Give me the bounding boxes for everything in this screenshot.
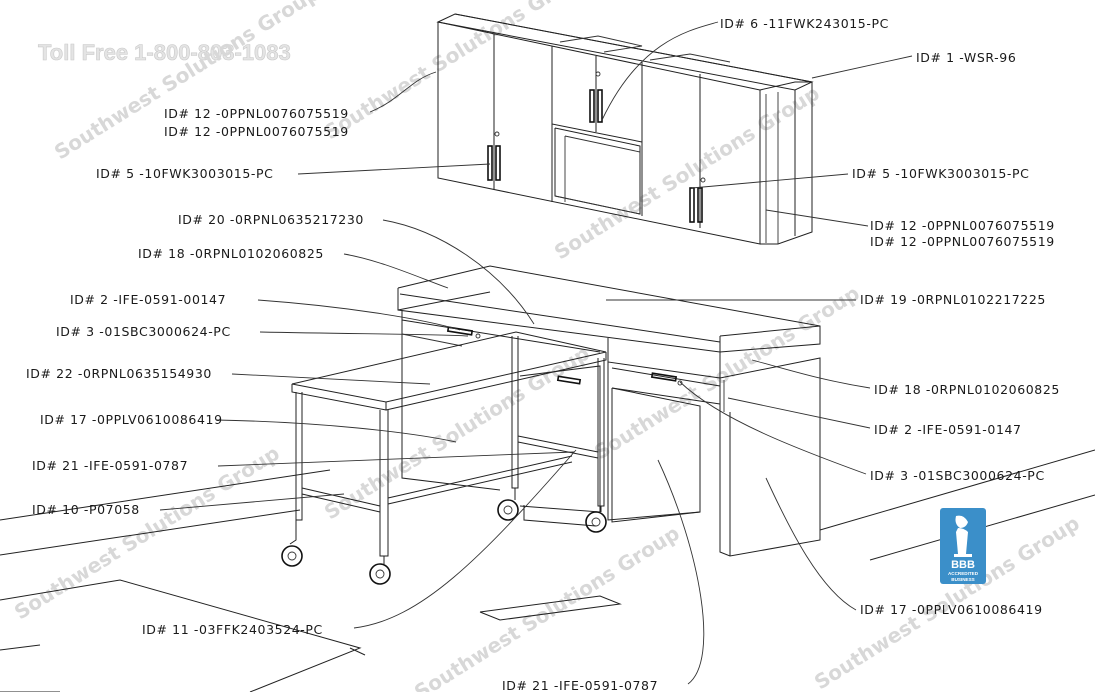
label-id2a: ID# 2 -IFE-0591-00147 (70, 292, 226, 307)
wall-cabinet-assembly (436, 13, 814, 245)
label-id10: ID# 10 -P07058 (32, 502, 140, 517)
label-id18b: ID# 18 -0RPNL0102060825 (874, 382, 1060, 397)
caster (281, 520, 303, 567)
label-id22: ID# 22 -0RPNL0635154930 (26, 366, 212, 381)
bbb-sub-text-1: ACCREDITED (948, 571, 979, 576)
label-id21a: ID# 21 -IFE-0591-0787 (32, 458, 188, 473)
watermark-text: Southwest Solutions Group (590, 281, 864, 464)
watermark-group: Southwest Solutions Group Southwest Solu… (10, 0, 1084, 692)
label-id17b: ID# 17 -0PPLV0610086419 (860, 602, 1043, 617)
label-id12c: ID# 12 -0PPNL0076075519 (870, 218, 1055, 233)
label-id20: ID# 20 -0RPNL0635217230 (178, 212, 364, 227)
label-id17a: ID# 17 -0PPLV0610086419 (40, 412, 223, 427)
label-id18a: ID# 18 -0RPNL0102060825 (138, 246, 324, 261)
bbb-accredited-badge: BBB ACCREDITED BUSINESS (940, 508, 986, 584)
label-id21b: ID# 21 -IFE-0591-0787 (502, 678, 658, 692)
label-id12a: ID# 12 -0PPNL0076075519 (164, 106, 349, 121)
caster (497, 488, 519, 521)
part-labels: ID# 6 -11FWK243015-PC ID# 1 -WSR-96 ID# … (26, 16, 1060, 692)
label-id5a: ID# 5 -10FWK3003015-PC (96, 166, 274, 181)
label-id2b: ID# 2 -IFE-0591-0147 (874, 422, 1022, 437)
leader-lines (159, 21, 913, 685)
label-id19: ID# 19 -0RPNL0102217225 (860, 292, 1046, 307)
bbb-main-text: BBB (951, 559, 975, 571)
label-id6: ID# 6 -11FWK243015-PC (720, 16, 889, 31)
watermark-text: Southwest Solutions Group (320, 0, 594, 144)
label-id12b: ID# 12 -0PPNL0076075519 (164, 124, 349, 139)
label-id3a: ID# 3 -01SBC3000624-PC (56, 324, 231, 339)
label-id1: ID# 1 -WSR-96 (916, 50, 1016, 65)
watermark-text: Southwest Solutions Group (410, 521, 684, 692)
watermark-text: Southwest Solutions Group (50, 0, 324, 164)
label-id11: ID# 11 -03FFK2403524-PC (142, 622, 323, 637)
torch-icon (954, 515, 972, 557)
desk-assembly (397, 265, 821, 557)
caster (369, 556, 391, 585)
caster (585, 506, 607, 533)
toll-free-banner: Toll Free 1-800-803-1083 (38, 40, 291, 65)
bbb-sub-text-2: BUSINESS (951, 577, 975, 582)
label-id3b: ID# 3 -01SBC3000624-PC (870, 468, 1045, 483)
label-id12d: ID# 12 -0PPNL0076075519 (870, 234, 1055, 249)
floor-outline (0, 449, 1095, 692)
label-id5b: ID# 5 -10FWK3003015-PC (852, 166, 1030, 181)
mobile-table (281, 331, 607, 585)
watermark-text: Southwest Solutions Group (550, 81, 824, 264)
